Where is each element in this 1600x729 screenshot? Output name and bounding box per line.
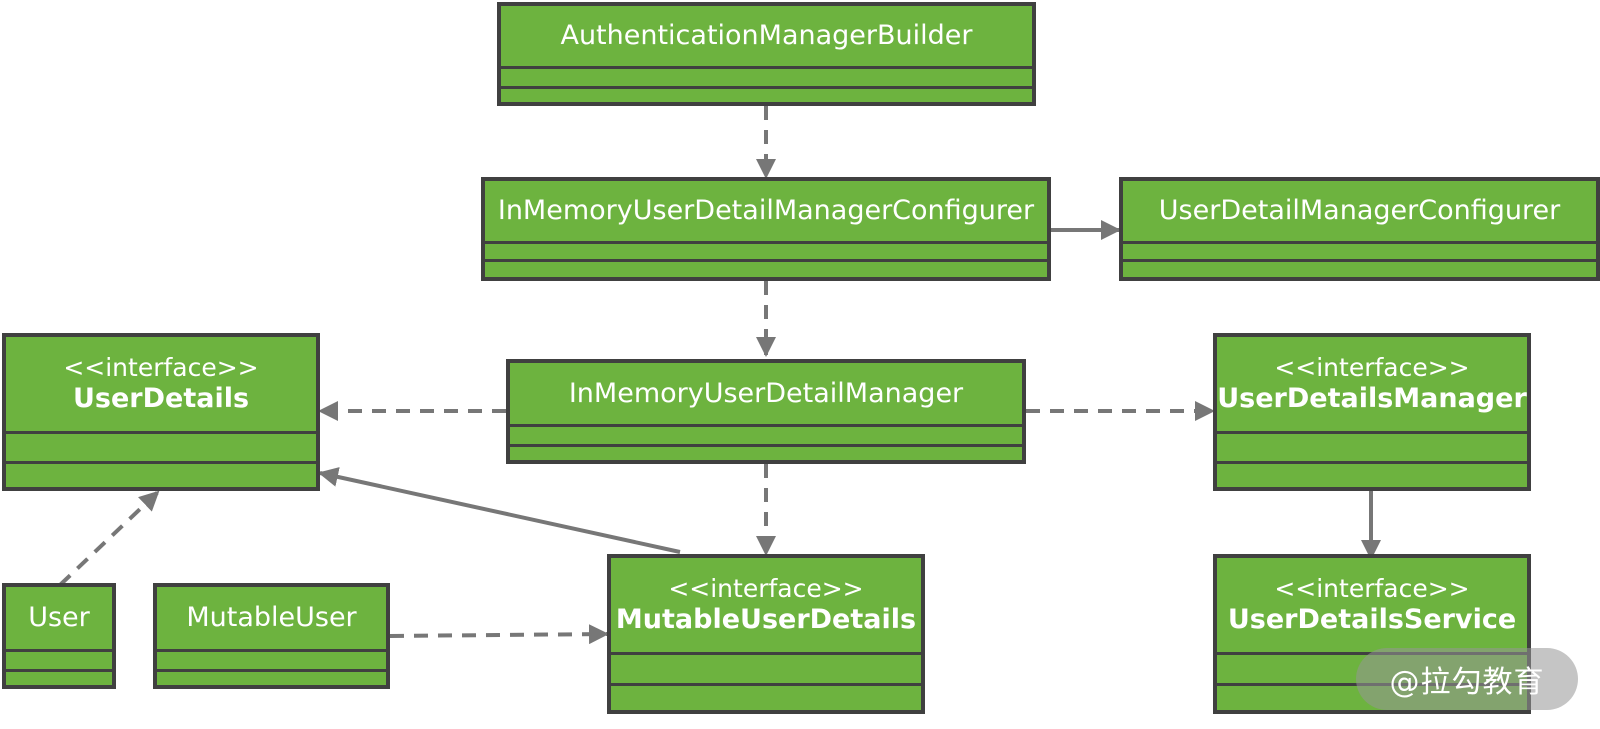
class-name: AuthenticationManagerBuilder bbox=[560, 20, 973, 52]
class-name: InMemoryUserDetailManagerConfigurer bbox=[497, 195, 1035, 227]
class-header: InMemoryUserDetailManager bbox=[510, 363, 1022, 424]
attributes-compartment bbox=[510, 424, 1022, 444]
class-header: <<interface>>UserDetails bbox=[6, 337, 316, 431]
class-box-user-details-service: <<interface>>UserDetailsService bbox=[1213, 554, 1531, 714]
methods-compartment bbox=[510, 444, 1022, 460]
class-stereotype: <<interface>> bbox=[1274, 574, 1470, 604]
attributes-compartment bbox=[611, 652, 921, 683]
class-name: User bbox=[28, 602, 90, 634]
class-name: UserDetailsManager bbox=[1217, 382, 1527, 414]
class-box-user: User bbox=[2, 583, 116, 689]
watermark-badge: @拉勾教育 bbox=[1356, 648, 1578, 710]
class-header: User bbox=[6, 587, 112, 649]
class-header: InMemoryUserDetailManagerConfigurer bbox=[485, 181, 1047, 241]
class-name: UserDetailsService bbox=[1227, 603, 1517, 635]
class-header: UserDetailManagerConfigurer bbox=[1123, 181, 1596, 241]
attributes-compartment bbox=[1123, 241, 1596, 259]
class-box-user-details-manager: <<interface>>UserDetailsManager bbox=[1213, 333, 1531, 491]
class-name: UserDetails bbox=[72, 382, 250, 414]
class-box-authentication-manager-builder: AuthenticationManagerBuilder bbox=[497, 2, 1036, 106]
methods-compartment bbox=[1123, 259, 1596, 277]
attributes-compartment bbox=[157, 649, 386, 669]
attributes-compartment bbox=[485, 241, 1047, 259]
class-name: UserDetailManagerConfigurer bbox=[1158, 195, 1561, 227]
class-header: MutableUser bbox=[157, 587, 386, 649]
class-stereotype: <<interface>> bbox=[1274, 353, 1470, 383]
class-box-in-memory-user-detail-manager: InMemoryUserDetailManager bbox=[506, 359, 1026, 464]
attributes-compartment bbox=[6, 431, 316, 461]
class-stereotype: <<interface>> bbox=[63, 353, 259, 383]
attributes-compartment bbox=[1217, 431, 1527, 461]
class-name: MutableUserDetails bbox=[615, 603, 917, 635]
methods-compartment bbox=[6, 461, 316, 487]
methods-compartment bbox=[157, 669, 386, 685]
watermark-text: @拉勾教育 bbox=[1389, 665, 1545, 700]
methods-compartment bbox=[6, 669, 112, 685]
class-box-mutable-user: MutableUser bbox=[153, 583, 390, 689]
class-box-user-detail-manager-configurer: UserDetailManagerConfigurer bbox=[1119, 177, 1600, 281]
class-header: <<interface>>MutableUserDetails bbox=[611, 558, 921, 652]
class-header: <<interface>>UserDetailsManager bbox=[1217, 337, 1527, 431]
methods-compartment bbox=[1217, 461, 1527, 487]
class-name: InMemoryUserDetailManager bbox=[568, 377, 964, 409]
connector-user-to-user-details bbox=[58, 490, 160, 587]
connector-mutable-user-to-mutable-user-details bbox=[389, 624, 609, 645]
class-stereotype: <<interface>> bbox=[668, 574, 864, 604]
class-box-user-details: <<interface>>UserDetails bbox=[2, 333, 320, 491]
methods-compartment bbox=[501, 86, 1032, 102]
class-box-mutable-user-details: <<interface>>MutableUserDetails bbox=[607, 554, 925, 714]
class-name: MutableUser bbox=[186, 602, 357, 634]
attributes-compartment bbox=[6, 649, 112, 669]
connector-mutable-user-details-to-user-details bbox=[318, 467, 681, 554]
methods-compartment bbox=[611, 683, 921, 710]
attributes-compartment bbox=[501, 66, 1032, 86]
class-box-in-memory-user-detail-manager-configurer: InMemoryUserDetailManagerConfigurer bbox=[481, 177, 1051, 281]
methods-compartment bbox=[485, 259, 1047, 277]
class-header: AuthenticationManagerBuilder bbox=[501, 6, 1032, 66]
class-header: <<interface>>UserDetailsService bbox=[1217, 558, 1527, 652]
